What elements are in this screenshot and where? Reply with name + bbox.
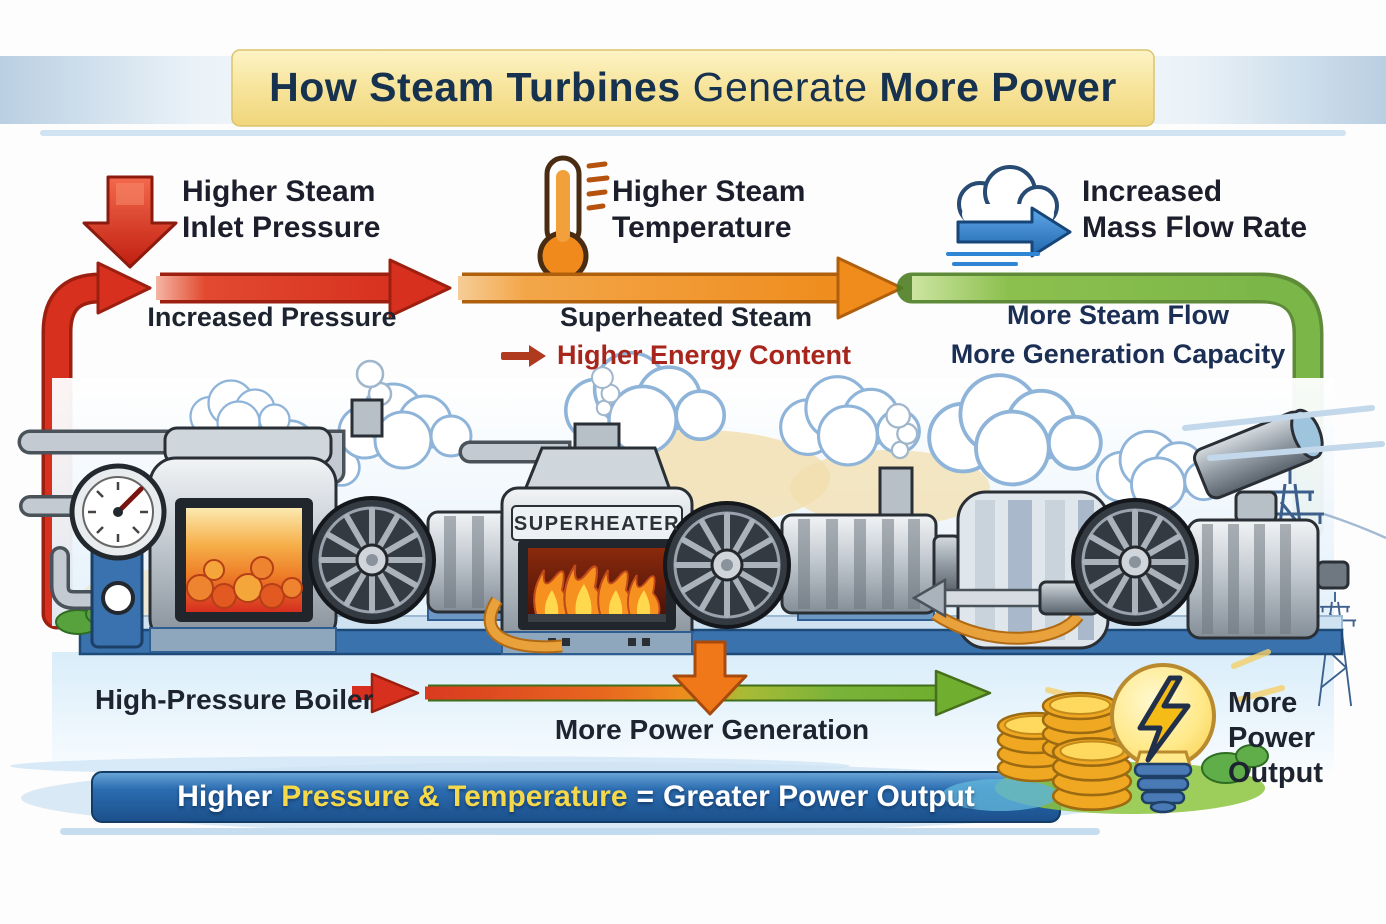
higher-energy-content-row: Higher Energy Content xyxy=(500,340,852,371)
reward-illustration xyxy=(942,649,1285,814)
turbine-fan-two xyxy=(665,503,789,627)
generator-unit xyxy=(911,405,1385,650)
red-arrowhead xyxy=(388,258,452,318)
speed-lines xyxy=(1182,405,1385,461)
generator-cap xyxy=(1234,490,1278,524)
high-pressure-boiler-label: High-Pressure Boiler xyxy=(95,684,374,715)
coin-stack-three xyxy=(1051,737,1133,812)
left-red-band xyxy=(45,276,112,626)
turbine-two xyxy=(483,466,962,654)
dark-red-arrow-icon xyxy=(500,344,547,367)
feed-pipes xyxy=(17,429,346,610)
lightning-bolt-icon xyxy=(1137,675,1191,763)
banner-phrase-greater-power: Greater Power Output xyxy=(663,780,975,813)
banner-phrase-pressure-temperature: Pressure & Temperature xyxy=(281,780,628,813)
banner-underline xyxy=(60,828,1100,835)
banner-word-higher: Higher xyxy=(177,780,273,813)
increased-pressure-label: Increased Pressure xyxy=(147,302,397,332)
cloud-flow-icon xyxy=(946,165,1072,266)
bulb-base xyxy=(1133,762,1193,814)
burning-coals xyxy=(186,556,303,609)
factor-inlet-pressure-label: Higher Steam Inlet Pressure xyxy=(182,175,381,244)
lightbulb-icon xyxy=(1110,663,1216,814)
superheater-nameplate-label: SUPERHEATER xyxy=(513,513,681,535)
water-patch xyxy=(942,779,1058,811)
orange-hose-right xyxy=(932,610,1082,643)
title-part-regular: Generate xyxy=(692,64,868,110)
bottom-red-arrowhead xyxy=(370,672,420,714)
title-part-bold2: More Power xyxy=(879,64,1117,110)
factor-temperature-label: Higher Steam Temperature xyxy=(612,175,806,244)
superheater xyxy=(458,422,694,655)
title-underline xyxy=(40,130,1346,136)
summary-banner-text: Higher Pressure & Temperature = Greater … xyxy=(177,780,975,814)
pressure-gauge xyxy=(69,463,167,561)
bottom-flow-arrow xyxy=(352,640,992,717)
orange-hose-left xyxy=(485,597,563,652)
factor-mass-flow-label: Increased Mass Flow Rate xyxy=(1082,175,1308,244)
title-part-bold1: How Steam Turbines xyxy=(269,64,681,110)
higher-energy-content-label: Higher Energy Content xyxy=(556,340,852,370)
shaft-coupling xyxy=(911,577,947,619)
more-power-output-label: More Power Output xyxy=(1228,687,1324,789)
green-band-right xyxy=(1246,276,1320,544)
orange-arrowhead xyxy=(836,256,904,320)
flames xyxy=(528,563,666,622)
generator-shaft-stub xyxy=(1316,560,1350,590)
boiler-chimney xyxy=(350,398,384,438)
power-down-arrow xyxy=(672,640,748,716)
red-corner-arrowhead xyxy=(96,261,152,315)
flow-loop-arrow xyxy=(41,256,1324,630)
turbine-fan-one xyxy=(310,498,434,622)
superheated-steam-label: Superheated Steam xyxy=(559,302,813,332)
more-generation-capacity-label: More Generation Capacity xyxy=(950,339,1286,369)
high-pressure-boiler xyxy=(17,398,384,653)
summary-banner xyxy=(10,756,1131,835)
title-bar xyxy=(231,49,1155,127)
more-power-generation-label: More Power Generation xyxy=(554,714,870,745)
boiler-base xyxy=(149,627,337,653)
red-down-arrow-icon xyxy=(82,175,178,269)
more-steam-flow-label: More Steam Flow xyxy=(1006,300,1230,330)
banner-equals-sign: = xyxy=(636,780,655,813)
superheater-cap xyxy=(522,446,673,492)
title-banner xyxy=(0,49,1386,136)
gauge-valve xyxy=(101,581,135,615)
page-title: How Steam Turbines Generate More Power xyxy=(0,64,1386,111)
bottom-green-arrowhead xyxy=(934,669,992,717)
turbine-fan-three xyxy=(1073,500,1197,624)
thermometer-icon xyxy=(537,155,610,282)
